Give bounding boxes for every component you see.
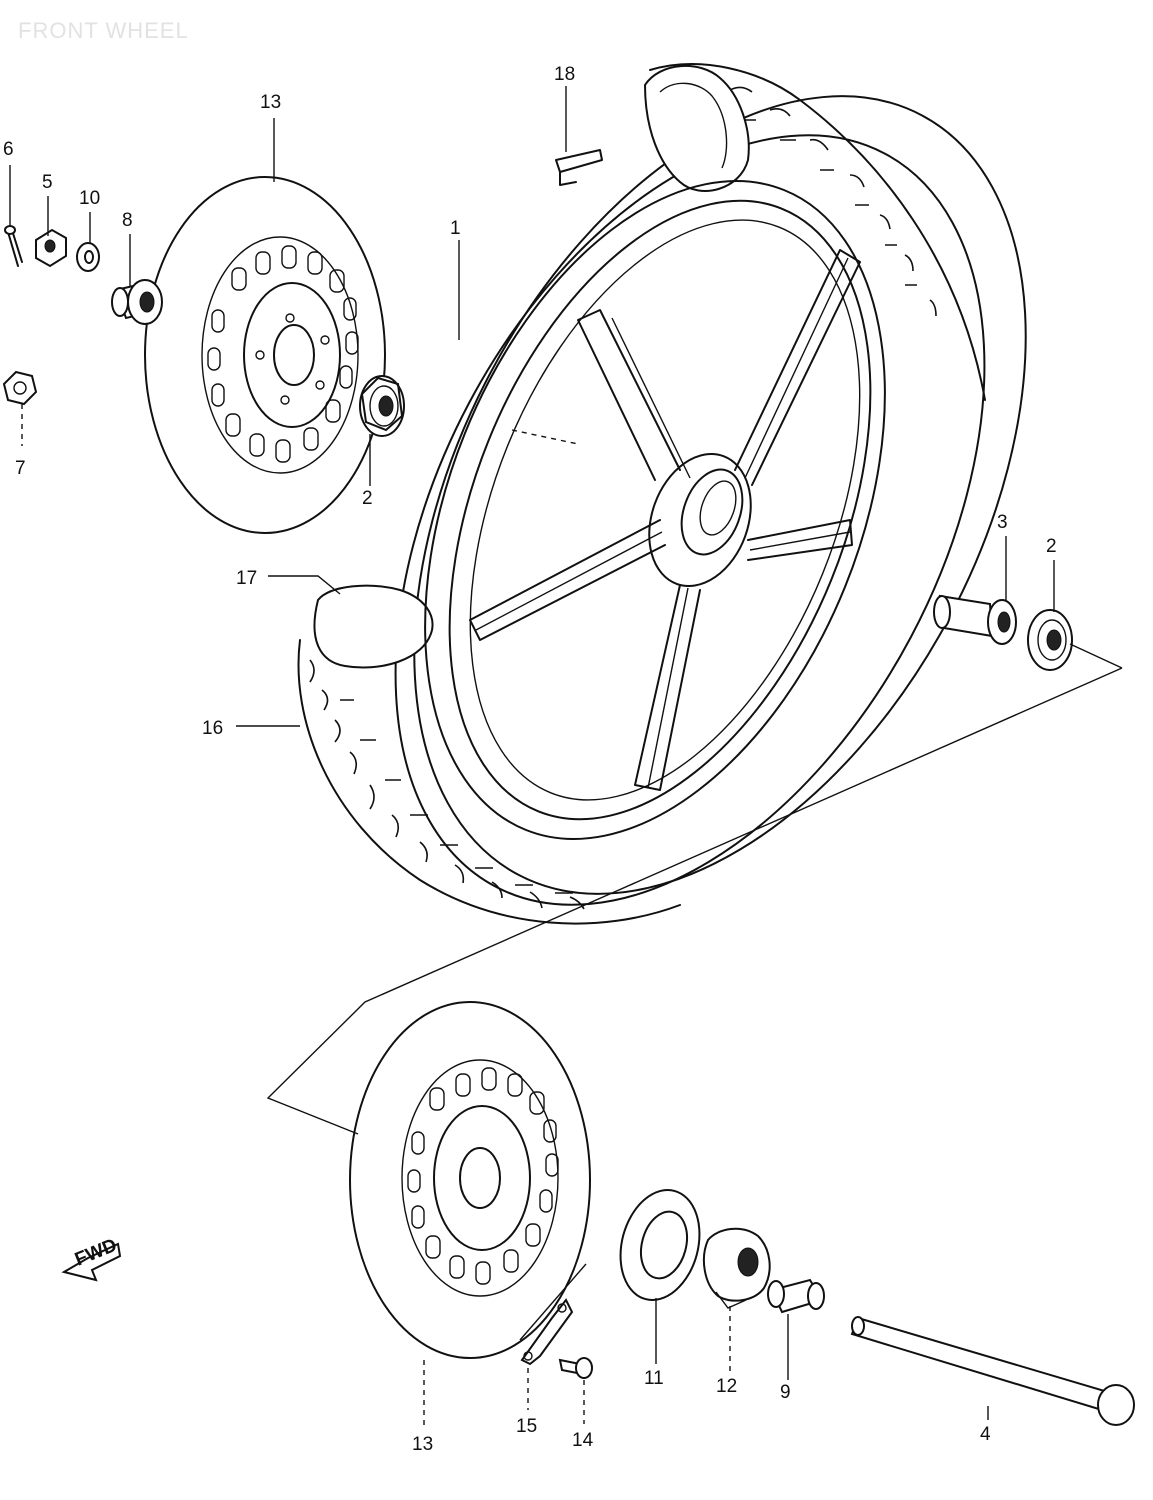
spacer-right [767, 1278, 825, 1314]
callout-labels: 1 2 2 3 4 5 6 7 8 9 10 11 12 13 13 14 15… [3, 64, 1057, 1455]
axle-nut [2, 370, 38, 406]
callout-2: 2 [1046, 536, 1057, 557]
callout-9: 9 [780, 1382, 791, 1403]
front-axle [850, 1316, 1135, 1426]
tire-cross-section [313, 65, 750, 669]
callout-8: 8 [122, 210, 133, 231]
callout-13: 13 [260, 92, 281, 113]
callout-4: 4 [980, 1424, 991, 1445]
upper-brake-disc [144, 176, 386, 534]
assembly-guide-lines [266, 429, 1123, 1341]
lower-brake-disc [349, 1001, 591, 1359]
callout-18: 18 [554, 64, 575, 85]
callout-6: 6 [3, 139, 14, 160]
leader-lines [9, 86, 1055, 1426]
disc-bolt [558, 1357, 593, 1379]
callout-12: 12 [716, 1376, 737, 1397]
callout-3: 3 [997, 512, 1008, 533]
callout-10: 10 [79, 188, 100, 209]
forward-direction-arrow: FWD [61, 1235, 122, 1282]
tire-valve [555, 149, 603, 186]
callout-16: 16 [202, 718, 223, 739]
castle-nut [35, 228, 67, 268]
speedometer-gearbox [702, 1227, 771, 1309]
callout-1: 1 [450, 218, 461, 239]
collar-right [933, 594, 1017, 645]
callout-2: 2 [362, 488, 373, 509]
callout-11: 11 [644, 1368, 664, 1389]
callout-17: 17 [236, 568, 257, 589]
bearing-left [359, 375, 405, 437]
callout-13: 13 [412, 1434, 433, 1455]
cotter-pin [4, 225, 23, 267]
bearing-right [1027, 609, 1073, 671]
dust-seal [619, 1189, 701, 1301]
callout-7: 7 [15, 458, 26, 479]
lock-washer [520, 1298, 574, 1366]
wheel-rim [424, 180, 886, 840]
spacer-left [111, 279, 163, 325]
callout-15: 15 [516, 1416, 537, 1437]
page-title: FRONT WHEEL [18, 18, 189, 43]
callout-14: 14 [572, 1430, 594, 1451]
callout-5: 5 [42, 172, 53, 193]
washer [76, 242, 100, 272]
